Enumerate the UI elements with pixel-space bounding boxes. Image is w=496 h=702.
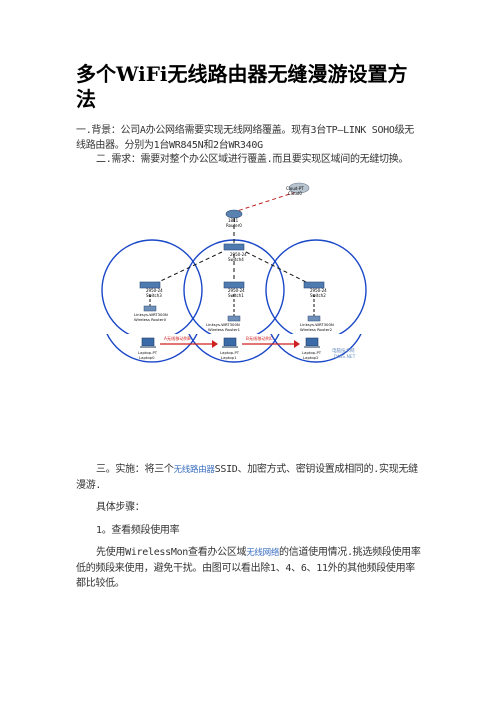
switch-top-label-2: Switch4 [228,257,244,262]
network-topology-diagram: Cloud-PT Cloud0 1841 Router0 2950-24 Swi… [101,182,367,334]
coverage-arc-b [188,334,280,363]
laptop-left-base-icon [140,346,156,348]
wr-mid-label-1: Linksys-WRT300N [206,322,240,327]
laptop-mid-label-1: Laptop-PT [220,350,240,355]
steps-heading: 具体步骤： [96,502,145,513]
step-1-heading: 1。查看频段使用率 [96,525,180,536]
switch-right-label-1: 2950-24 [310,288,327,293]
background-paragraph: 一.背景：公司A办公网络需要实现无线网络覆盖。现有3台TP—LINK SOHO级… [76,123,421,153]
wr-left-label-1: Linksys-WRT300N [134,312,168,317]
switch-icon [223,243,245,251]
implementation-paragraph: 三。实施：将三个无线路由器SSID、加密方式、密钥设置成相同的.实现无缝漫游. [76,464,418,491]
switch-mid-label-1: 2950-24 [228,288,245,293]
coverage-arc-c [270,334,362,363]
laptop-mid-label-2: Laptop1 [221,355,237,360]
laptop-left-label-2: Laptop0 [139,355,155,360]
laptop-left-label-1: Laptop-PT [138,350,158,355]
article-title: 多个WiFi无线路由器无缝漫游设置方法 [76,62,408,111]
switch-left-label-1: 2950-24 [146,288,163,293]
coverage-circle-c [265,239,367,334]
wr-right-label-2: Wireless Router2 [300,327,333,332]
laptop-left-icon [141,337,155,347]
wireless-network-link[interactable]: 无线网络 [246,548,280,558]
background-text: 一.背景：公司A办公网络需要实现无线网络覆盖。现有3台TP—LINK SOHO级… [76,125,415,151]
cloud-label-1: Cloud-PT [286,186,304,191]
switch-icon [139,281,161,289]
link-switch-left [149,251,223,287]
wr-left-label-2: Wireless Router0 [134,317,167,322]
switch-mid-label-2: Switch1 [228,293,244,298]
wr-right-label-1: Linksys-WRT300N [300,322,334,327]
link-switch-right [245,251,315,287]
wr-mid-label-2: Wireless Router1 [208,327,241,332]
roam-arrow-a-to-b-head-icon [212,340,218,348]
laptop-mid-base-icon [222,346,238,348]
cloud-icon [288,182,310,194]
wireless-router-link[interactable]: 无线路由器 [173,465,215,475]
switch-left-label-2: Switch3 [146,293,162,298]
laptop-right-base-icon [304,346,320,348]
cloud-label-2: Cloud0 [288,191,302,196]
roam-arrow-b-to-c-head-icon [294,340,300,348]
router-label-1: 1841 [228,218,239,223]
watermark-en: DNIS.NET [334,354,356,360]
laptop-right-label-1: Laptop-PT [302,350,322,355]
switch-icon [303,281,325,289]
wireless-router-icon [307,315,321,322]
laptop-right-label-2: Laptop2 [303,355,319,360]
laptop-mid-icon [223,337,237,347]
wireless-router-icon [143,305,157,312]
wireless-router-icon [227,315,241,322]
requirement-paragraph: 二.需求：需要对整个办公区域进行覆盖.而且要实现区域间的无缝切换。 [96,154,409,165]
step-1-paragraph: 先使用WirelessMon查看办公区域无线网络的信道使用情况.挑选频段使用率低… [76,547,421,589]
laptop-right-icon [305,337,319,347]
roam-arrow-b-to-c-label: B无线移动到C [246,335,273,342]
network-diagram-lower: Laptop-PTLaptop0Laptop-PTLaptop1Laptop-P… [106,334,362,363]
link-cloud-router [233,191,297,213]
switch-icon [223,281,245,289]
coverage-arc-a [106,334,198,363]
switch-top-label-1: 2950-24 [230,252,247,257]
coverage-circle-a [101,239,203,334]
router-label-2: Router0 [226,223,242,228]
watermark-cn: 电脑技术网 [332,347,355,354]
roam-arrow-a-to-b-label: A无线移动到B [164,335,191,342]
router-icon [225,209,243,219]
switch-right-label-2: Switch2 [310,293,326,298]
